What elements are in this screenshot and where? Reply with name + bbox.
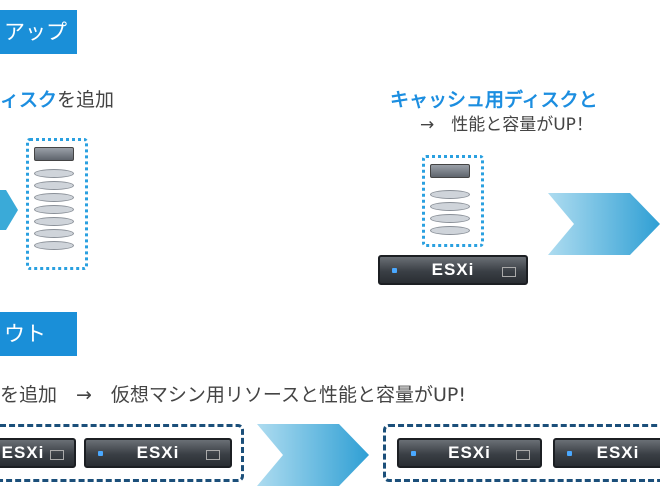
cluster-group-left (0, 424, 244, 482)
drive-slot-icon (502, 267, 516, 277)
disk-group-right (422, 155, 484, 247)
power-led-icon (567, 451, 572, 456)
arrow-right-chevron (548, 193, 660, 255)
scale-out-caption: を追加 → 仮想マシン用リソースと性能と容量がUP! (0, 384, 466, 406)
right-caption-highlight: キャッシュ用ディスク (390, 89, 579, 111)
esxi-label: ESXi (1, 443, 45, 462)
drive-slot-icon (50, 450, 64, 460)
power-led-icon (392, 268, 397, 273)
esxi-server: ESXi (397, 438, 542, 468)
cluster-group-right (383, 424, 660, 482)
hdd-icon (34, 169, 74, 178)
arrow-scale-out-chevron (257, 424, 369, 486)
drive-slot-icon (206, 450, 220, 460)
hdd-icon (34, 181, 74, 190)
esxi-server: ESXi (0, 438, 76, 468)
hdd-icon (430, 226, 470, 235)
cache-ssd-icon (34, 147, 74, 161)
disk-stack-left (30, 145, 82, 265)
esxi-label: ESXi (136, 443, 180, 462)
scale-up-right-caption-line2: → 性能と容量がUP！ (420, 115, 593, 135)
scale-up-left-caption: ィスクを追加 (0, 85, 114, 112)
hdd-icon (430, 190, 470, 199)
hdd-icon (34, 217, 74, 226)
esxi-server: ESXi (553, 438, 660, 468)
hdd-icon (430, 202, 470, 211)
drive-slot-icon (516, 450, 530, 460)
hdd-icon (34, 241, 74, 250)
power-led-icon (411, 451, 416, 456)
hdd-icon (430, 214, 470, 223)
disk-stack-right (426, 160, 478, 240)
scale-out-header-text: ウト (4, 322, 46, 346)
disk-group-left (26, 138, 88, 270)
left-caption-rest: を追加 (57, 89, 115, 111)
esxi-label: ESXi (596, 443, 640, 462)
esxi-label: ESXi (431, 260, 475, 279)
hdd-icon (34, 205, 74, 214)
scale-up-right-caption: キャッシュ用ディスクと (390, 85, 598, 112)
cache-ssd-icon (430, 164, 470, 178)
scale-up-header: アップ (0, 10, 77, 54)
esxi-server: ESXi (378, 255, 528, 285)
hdd-icon (34, 193, 74, 202)
hdd-icon (34, 229, 74, 238)
left-caption-highlight: ィスク (0, 89, 58, 111)
esxi-label: ESXi (448, 443, 491, 462)
arrow-left-partial (0, 190, 18, 230)
power-led-icon (98, 451, 103, 456)
right-caption-rest: と (578, 89, 598, 111)
scale-up-header-text: アップ (4, 20, 67, 44)
esxi-server: ESXi (84, 438, 232, 468)
scale-out-header: ウト (0, 312, 77, 356)
